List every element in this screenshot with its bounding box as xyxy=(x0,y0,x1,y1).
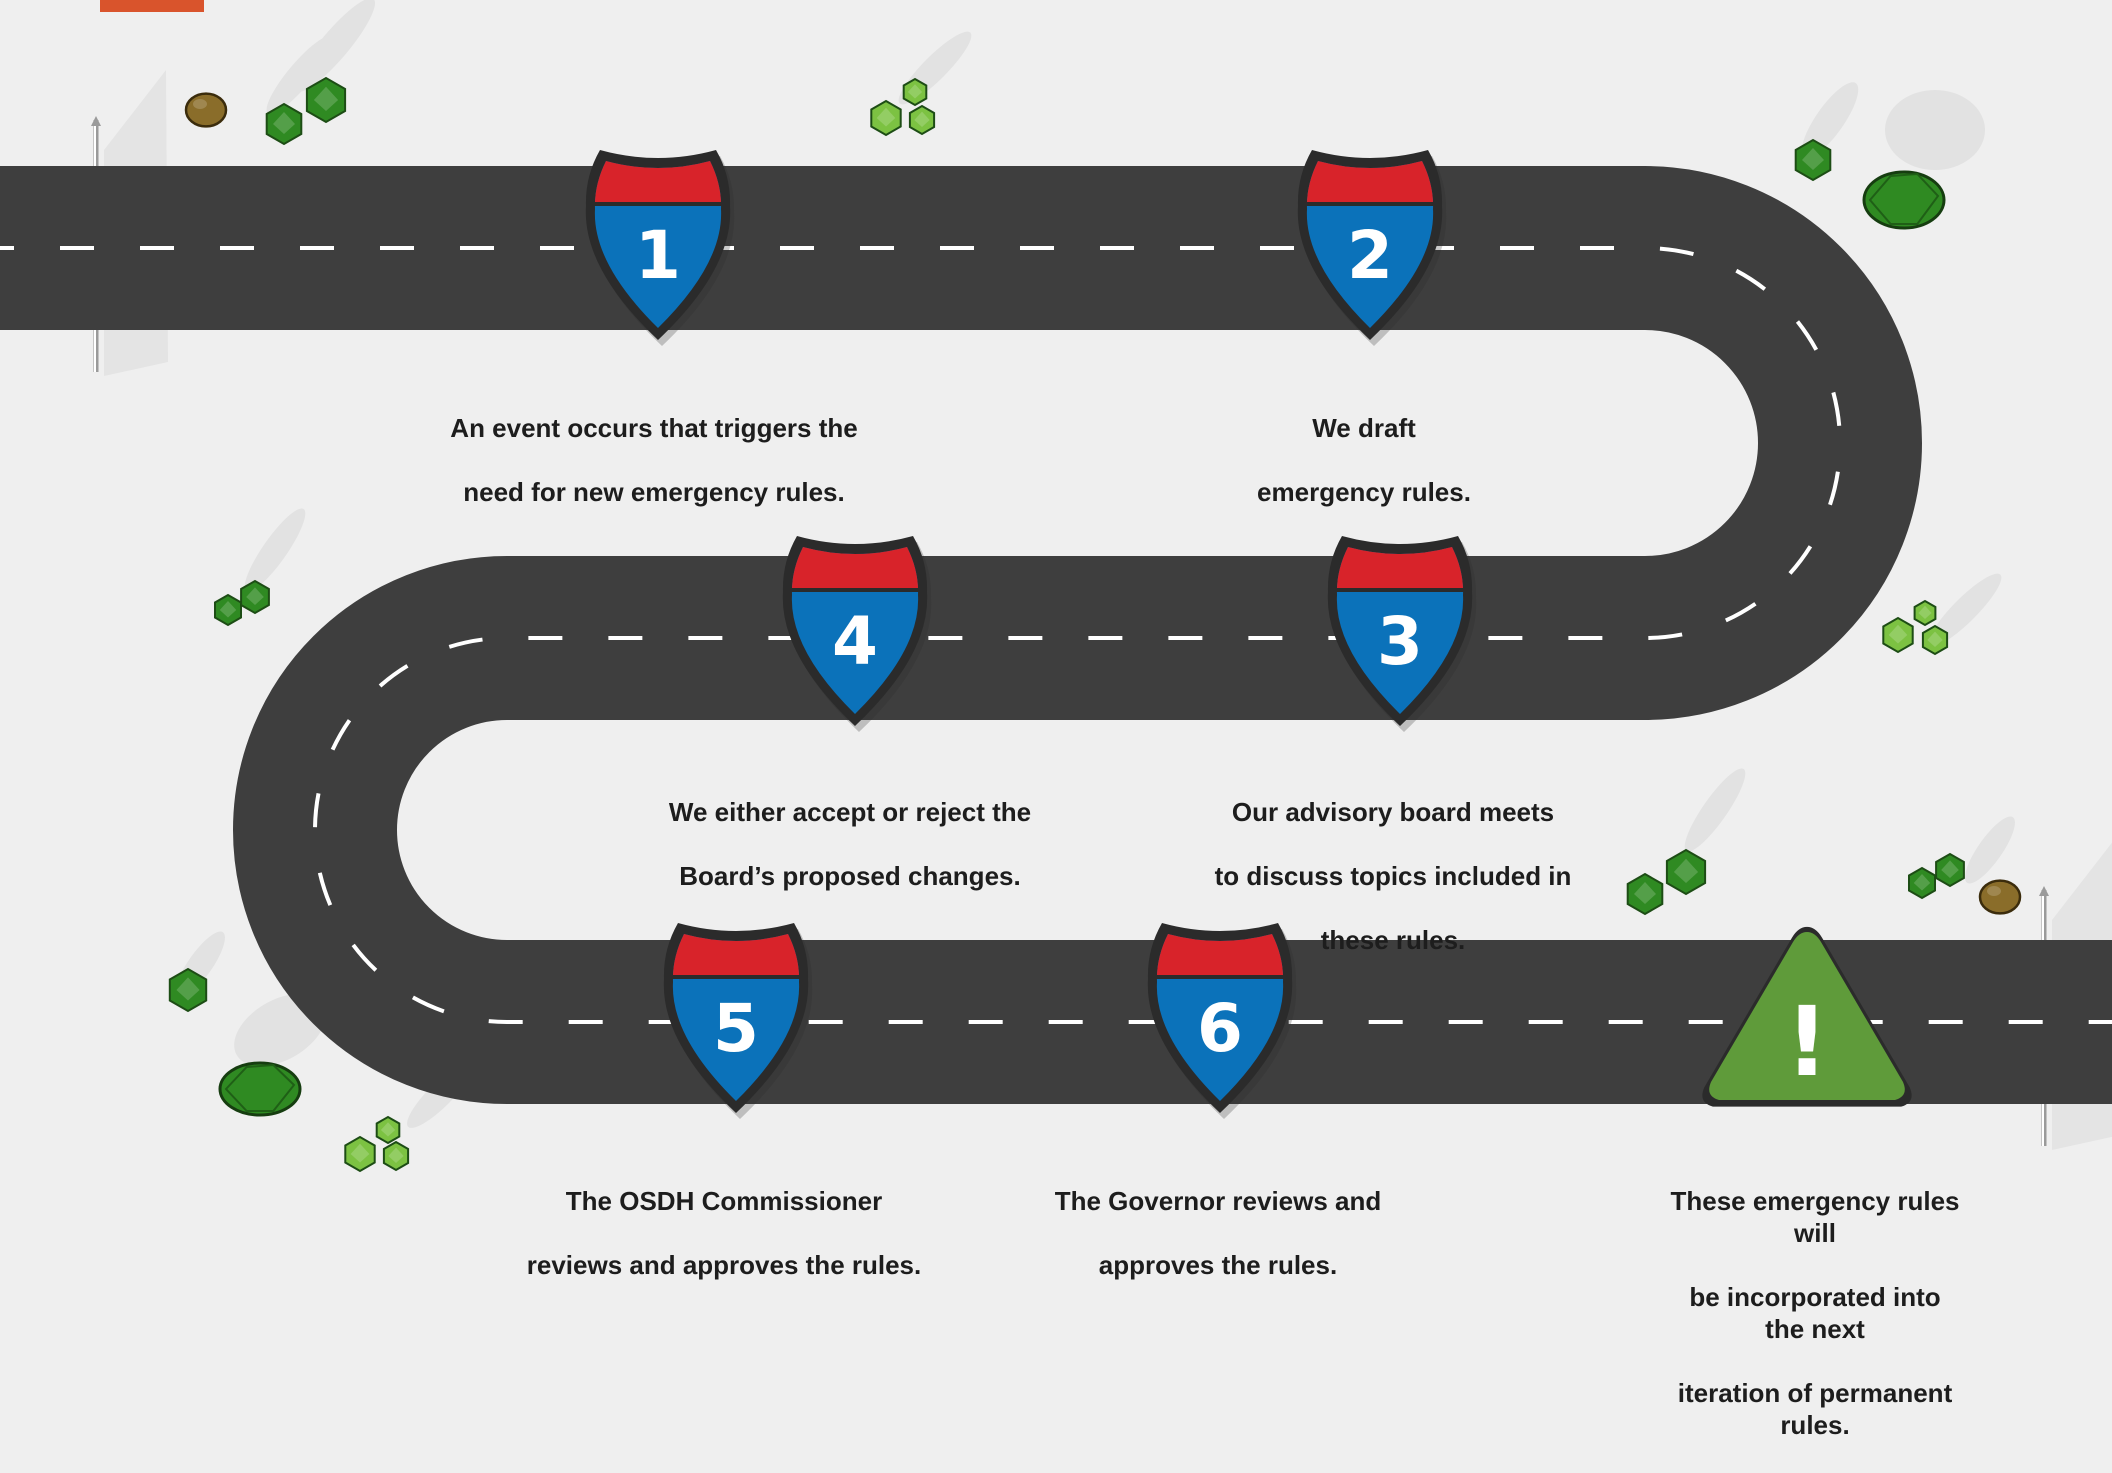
shield-number: 1 xyxy=(635,217,681,294)
bush-icon xyxy=(1909,868,1935,898)
step-6-label: The Governor reviews and approves the ru… xyxy=(1055,1153,1382,1313)
bush-shadow xyxy=(236,502,313,598)
sign-post-cap xyxy=(2039,886,2049,896)
step-2-label: We draft emergency rules. xyxy=(1257,380,1471,540)
bush-icon xyxy=(910,106,934,134)
step-4-label: We either accept or reject the Board’s p… xyxy=(669,764,1031,924)
bush-icon xyxy=(215,595,241,625)
bush-icon xyxy=(220,1063,300,1115)
bush-shadow xyxy=(1957,810,2023,889)
step-3-line-3: these rules. xyxy=(1215,924,1572,956)
bush-icon xyxy=(170,969,206,1011)
bush-icon xyxy=(267,104,302,144)
step-4-line-2: Board’s proposed changes. xyxy=(669,860,1031,892)
step-6-line-1: The Governor reviews and xyxy=(1055,1185,1382,1217)
final-step-label: These emergency rules will be incorporat… xyxy=(1667,1153,1964,1473)
bush-icon xyxy=(1883,618,1912,652)
rock-highlight xyxy=(193,99,207,109)
step-5-line-2: reviews and approves the rules. xyxy=(527,1249,922,1281)
rock-icon xyxy=(186,94,226,127)
rock-icon xyxy=(1980,881,2020,914)
step-1-line-2: need for new emergency rules. xyxy=(450,476,857,508)
bush-icon xyxy=(1864,172,1944,228)
bush-icon xyxy=(904,79,927,105)
shield-number: 5 xyxy=(713,990,759,1067)
bush-icon xyxy=(1796,140,1831,180)
step-3-line-1: Our advisory board meets xyxy=(1215,796,1572,828)
sign-post-cap xyxy=(91,116,101,126)
bush-icon xyxy=(1936,854,1964,886)
bush-body xyxy=(220,1063,300,1115)
step-2-line-2: emergency rules. xyxy=(1257,476,1471,508)
bush-icon xyxy=(1915,601,1936,625)
step-4-line-1: We either accept or reject the xyxy=(669,796,1031,828)
step-5-label: The OSDH Commissioner reviews and approv… xyxy=(527,1153,922,1313)
final-line-2: be incorporated into the next xyxy=(1667,1281,1964,1345)
accent-bar xyxy=(100,0,204,12)
bush-icon xyxy=(384,1142,408,1170)
bush-icon xyxy=(307,78,345,122)
rock-body xyxy=(186,94,226,127)
bush-body xyxy=(1864,172,1944,228)
shield-number: 4 xyxy=(832,603,878,680)
bush-shadow xyxy=(1676,762,1753,858)
step-6-line-2: approves the rules. xyxy=(1055,1249,1382,1281)
winding-road xyxy=(0,248,2112,1022)
step-1-line-1: An event occurs that triggers the xyxy=(450,412,857,444)
roadmap-diagram: 1 2 3 4 5 6! An event occurs that triggers th… xyxy=(0,0,2112,1248)
shield-number: 3 xyxy=(1377,603,1423,680)
shield-number: 6 xyxy=(1197,990,1243,1067)
rock-body xyxy=(1980,881,2020,914)
shield-number: 2 xyxy=(1347,217,1393,294)
bush-icon xyxy=(1923,626,1947,654)
final-line-3: iteration of permanent rules. xyxy=(1667,1377,1964,1441)
bush-icon xyxy=(241,581,269,613)
warning-exclamation: ! xyxy=(1785,986,1829,1098)
road-svg: 1 2 3 4 5 6! xyxy=(0,0,2112,1248)
bush-icon xyxy=(345,1137,374,1171)
rock-highlight xyxy=(1987,886,2001,896)
bush-shadow xyxy=(1885,90,1985,170)
step-1-label: An event occurs that triggers the need f… xyxy=(450,380,857,540)
step-3-label: Our advisory board meets to discuss topi… xyxy=(1215,764,1572,988)
final-line-1: These emergency rules will xyxy=(1667,1185,1964,1249)
step-3-line-2: to discuss topics included in xyxy=(1215,860,1572,892)
bush-icon xyxy=(1628,874,1663,914)
bush-icon xyxy=(871,101,900,135)
step-2-line-1: We draft xyxy=(1257,412,1471,444)
step-5-line-1: The OSDH Commissioner xyxy=(527,1185,922,1217)
road-surface xyxy=(0,248,2112,1022)
bush-icon xyxy=(377,1117,400,1143)
bush-icon xyxy=(1667,850,1705,894)
